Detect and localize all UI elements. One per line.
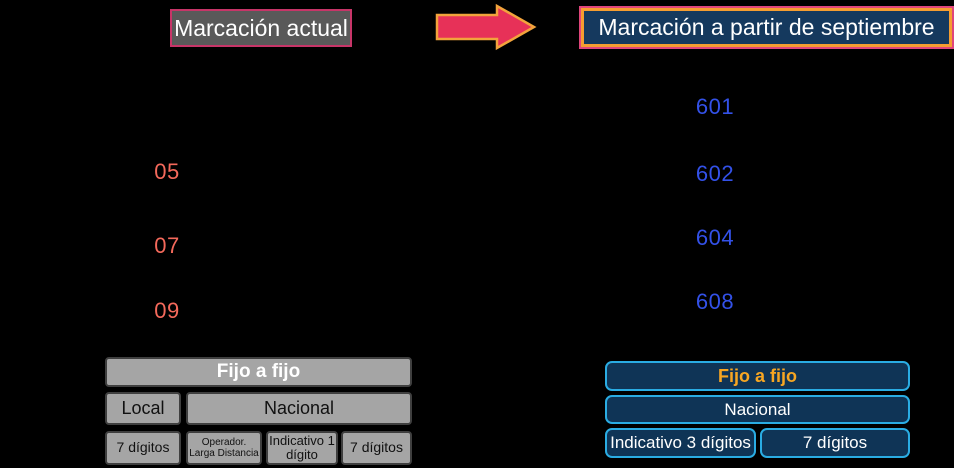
new-area-code-602: 602 <box>695 161 735 186</box>
right-table-fijo-a-fijo: Fijo a fijo <box>605 361 910 391</box>
left-table-nacional: Nacional <box>186 392 412 425</box>
right-arrow-icon <box>435 3 537 51</box>
left-table-indicativo-1-digito: Indicativo 1 dígito <box>266 431 338 465</box>
current-dialing-title: Marcación actual <box>170 9 352 47</box>
left-table-7-digitos-nacional: 7 dígitos <box>341 431 412 465</box>
new-area-code-604: 604 <box>695 225 735 250</box>
left-table-local: Local <box>105 392 181 425</box>
left-table-operador-larga-distancia: Operador. Larga Distancia <box>186 431 262 465</box>
new-area-code-601: 601 <box>695 94 735 119</box>
old-area-code-09: 09 <box>154 298 180 323</box>
left-table-fijo-a-fijo: Fijo a fijo <box>105 357 412 387</box>
new-area-code-608: 608 <box>695 289 735 314</box>
old-area-code-07: 07 <box>154 233 180 258</box>
left-table-7-digitos-local: 7 dígitos <box>105 431 181 465</box>
old-area-code-05: 05 <box>154 159 180 184</box>
arrow-shape <box>435 3 537 51</box>
right-table-nacional: Nacional <box>605 395 910 424</box>
september-dialing-title: Marcación a partir de septiembre <box>581 8 952 47</box>
right-table-7-digitos: 7 dígitos <box>760 428 910 458</box>
right-table-indicativo-3-digitos: Indicativo 3 dígitos <box>605 428 756 458</box>
